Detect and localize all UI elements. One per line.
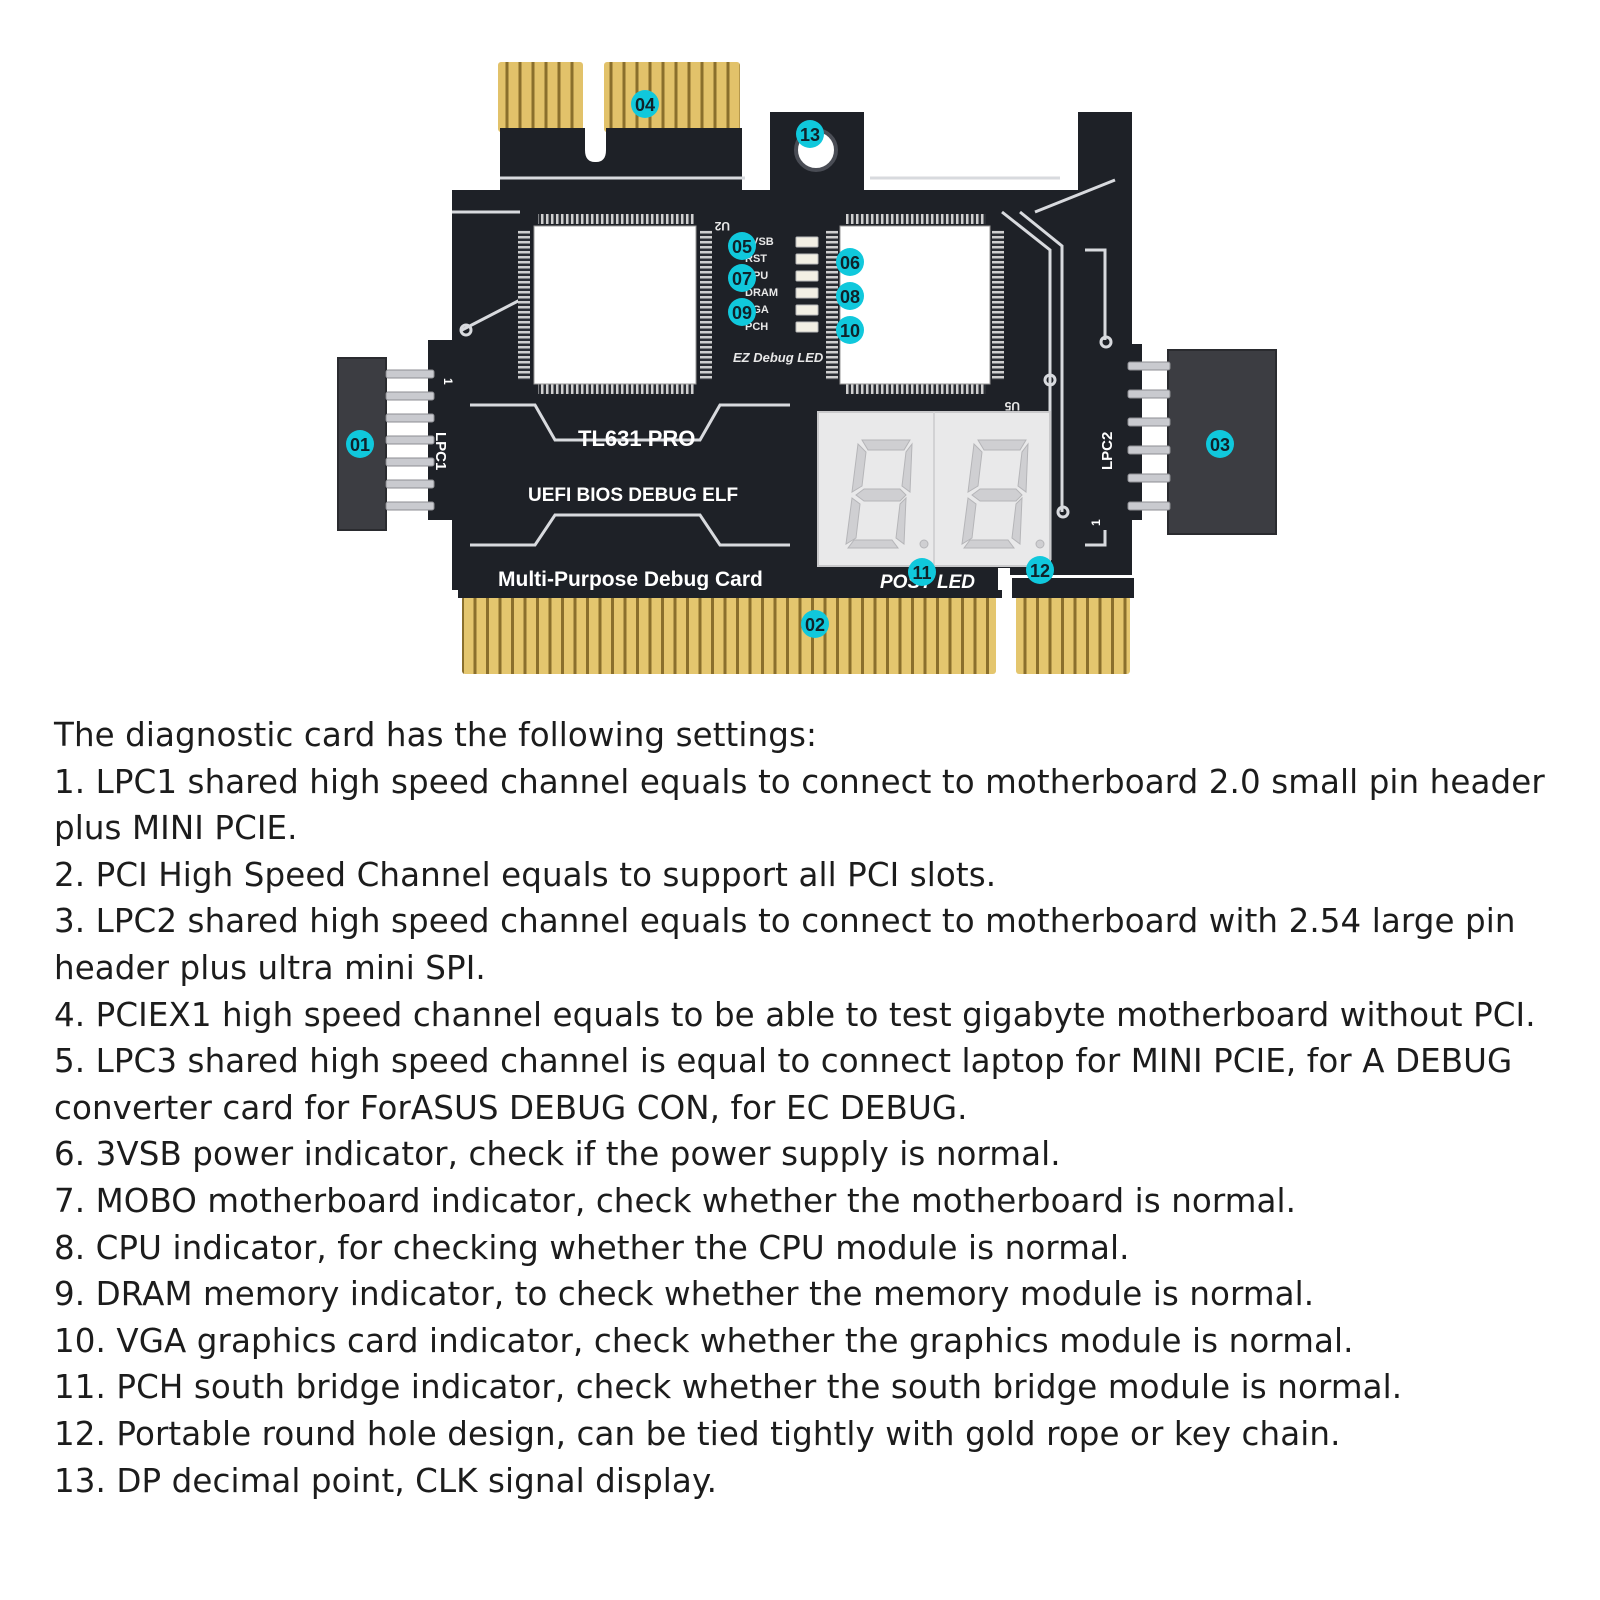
description-item-13: 13. DP decimal point, CLK signal display… bbox=[54, 1461, 718, 1500]
led-pch bbox=[795, 321, 819, 333]
callout-13: 13 bbox=[796, 120, 824, 148]
svg-text:06: 06 bbox=[840, 253, 860, 273]
callout-04: 04 bbox=[631, 90, 659, 118]
callout-05: 05 bbox=[728, 232, 756, 260]
description-item-7: 7. MOBO motherboard indicator, check whe… bbox=[54, 1181, 1297, 1220]
callout-markers: 01 02 03 04 05 06 07 08 09 10 11 12 13 bbox=[346, 90, 1234, 638]
description-item-2: 2. PCI High Speed Channel equals to supp… bbox=[54, 855, 997, 894]
ez-debug-led-group: 3VSB RST CPU DRAM VGA PCH EZ Debug LED bbox=[733, 236, 824, 365]
description-item-8: 8. CPU indicator, for checking whether t… bbox=[54, 1228, 1130, 1267]
callout-07: 07 bbox=[728, 264, 756, 292]
board-subtitle: UEFI BIOS DEBUG ELF bbox=[528, 485, 738, 506]
callout-11: 11 bbox=[908, 558, 936, 586]
callout-08: 08 bbox=[836, 282, 864, 310]
description-item-9: 9. DRAM memory indicator, to check wheth… bbox=[54, 1275, 1315, 1314]
svg-text:05: 05 bbox=[732, 237, 752, 257]
description-intro: The diagnostic card has the following se… bbox=[54, 716, 818, 754]
description-item-12: 12. Portable round hole design, can be t… bbox=[54, 1414, 1341, 1453]
description-text: The diagnostic card has the following se… bbox=[54, 712, 1564, 1504]
description-item-3: 3. LPC2 shared high speed channel equals… bbox=[54, 902, 1516, 987]
lpc2-header bbox=[1127, 349, 1277, 535]
u5-label: U5 bbox=[1004, 399, 1020, 413]
led-label-dram: DRAM bbox=[745, 287, 778, 299]
svg-text:02: 02 bbox=[805, 615, 825, 635]
ez-debug-led-label: EZ Debug LED bbox=[733, 350, 824, 365]
pin1-label-right: 1 bbox=[1089, 519, 1103, 526]
svg-text:01: 01 bbox=[350, 435, 370, 455]
callout-06: 06 bbox=[836, 248, 864, 276]
ic-chip-u5 bbox=[826, 214, 1004, 394]
ic-chip-u2 bbox=[518, 214, 712, 394]
svg-text:04: 04 bbox=[635, 95, 655, 115]
pcie-x1-gold-fingers bbox=[498, 62, 740, 132]
description-item-4: 4. PCIEX1 high speed channel equals to b… bbox=[54, 995, 1536, 1034]
debug-card-photo: U2 U5 3VSB RST CPU DRAM VGA PCH EZ Debug… bbox=[0, 0, 1600, 700]
lpc2-label: LPC2 bbox=[1099, 432, 1116, 470]
callout-02: 02 bbox=[801, 610, 829, 638]
pin1-label-left: 1 bbox=[441, 378, 455, 385]
board-model: TL631 PRO bbox=[578, 426, 695, 451]
description-item-5: 5. LPC3 shared high speed channel is equ… bbox=[54, 1042, 1513, 1127]
svg-text:10: 10 bbox=[840, 321, 860, 341]
svg-text:11: 11 bbox=[912, 563, 931, 583]
description-item-11: 11. PCH south bridge indicator, check wh… bbox=[54, 1368, 1403, 1407]
description-item-10: 10. VGA graphics card indicator, check w… bbox=[54, 1321, 1354, 1360]
svg-text:03: 03 bbox=[1210, 435, 1230, 455]
pci-gold-fingers bbox=[458, 578, 1134, 674]
led-cpu bbox=[795, 270, 819, 282]
board-tagline: Multi-Purpose Debug Card bbox=[498, 568, 763, 591]
callout-12: 12 bbox=[1026, 556, 1054, 584]
u2-label: U2 bbox=[714, 219, 730, 233]
svg-text:09: 09 bbox=[732, 303, 752, 323]
description-item-1: 1. LPC1 shared high speed channel equals… bbox=[54, 762, 1545, 848]
led-vga bbox=[795, 304, 819, 316]
description-item-6: 6. 3VSB power indicator, check if the po… bbox=[54, 1135, 1061, 1174]
callout-09: 09 bbox=[728, 298, 756, 326]
led-dram bbox=[795, 287, 819, 299]
svg-text:08: 08 bbox=[840, 287, 860, 307]
svg-text:12: 12 bbox=[1030, 561, 1050, 581]
led-3vsb bbox=[795, 236, 819, 248]
svg-text:13: 13 bbox=[800, 125, 820, 145]
svg-text:07: 07 bbox=[732, 269, 752, 289]
callout-01: 01 bbox=[346, 430, 374, 458]
lpc1-label: LPC1 bbox=[432, 432, 449, 470]
callout-10: 10 bbox=[836, 316, 864, 344]
callout-03: 03 bbox=[1206, 430, 1234, 458]
led-label-pch: PCH bbox=[745, 321, 768, 333]
post-led-display bbox=[817, 411, 1051, 567]
led-rst bbox=[795, 253, 819, 265]
